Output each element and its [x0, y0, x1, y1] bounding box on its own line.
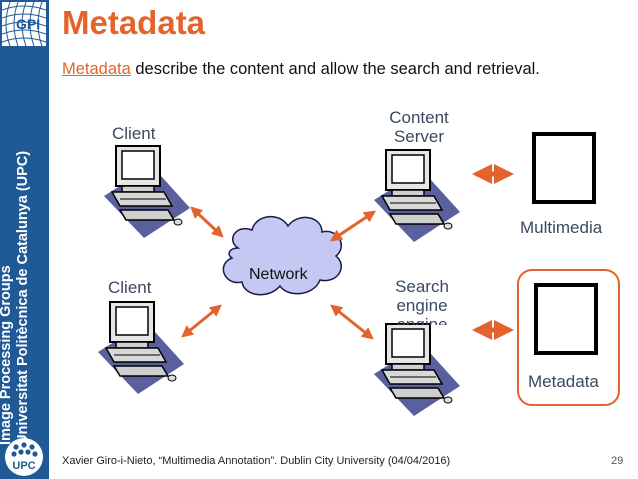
content-server-label: Content Server: [380, 108, 458, 146]
network-cloud-icon: [222, 216, 342, 296]
link-arrow-search-engine: [330, 304, 374, 340]
metadata-label: Metadata: [528, 372, 599, 391]
sidebar: GPI Image Processing Groups Universitat …: [0, 0, 49, 479]
upc-logo-text: UPC: [12, 460, 35, 472]
metadata-link[interactable]: Metadata: [62, 60, 131, 78]
search-engine-label-line2: engine: [396, 296, 448, 315]
metadata-highlight-frame: [517, 269, 620, 406]
gpi-logo-icon: GPI: [2, 2, 46, 46]
client-top-label: Client: [112, 124, 156, 143]
client-bottom-label: Client: [108, 278, 152, 297]
slide-subtitle: Metadata describe the content and allow …: [62, 60, 540, 79]
content-server-label-line2: Server: [393, 127, 445, 146]
content-server-label-line1: Content: [389, 108, 449, 127]
search-engine-label-line3: engine: [396, 315, 448, 325]
link-arrow-client-top: [190, 206, 224, 238]
client-top-computer-icon: [103, 145, 191, 239]
search-engine-label-line1: Search: [395, 277, 449, 296]
multimedia-label: Multimedia: [520, 218, 603, 237]
link-arrow-content-server: [330, 210, 376, 242]
link-arrow-client-bottom: [181, 304, 222, 338]
search-engine-computer-icon: [373, 323, 461, 417]
page-number: 29: [611, 455, 624, 467]
metadata-box-icon: [534, 283, 598, 355]
footer-citation: Xavier Giro-i-Nieto, “Multimedia Annotat…: [62, 455, 451, 467]
subtitle-text: describe the content and allow the searc…: [130, 60, 540, 78]
slide-title: Metadata: [62, 4, 206, 41]
search-engine-label: Search engine engine: [386, 277, 458, 325]
upc-logo-icon: UPC: [5, 438, 43, 476]
multimedia-box-icon: [532, 132, 596, 204]
content-server-computer-icon: [373, 149, 461, 243]
network-label: Network: [249, 266, 308, 283]
svg-text:GPI: GPI: [16, 16, 40, 32]
client-bottom-computer-icon: [97, 301, 185, 395]
